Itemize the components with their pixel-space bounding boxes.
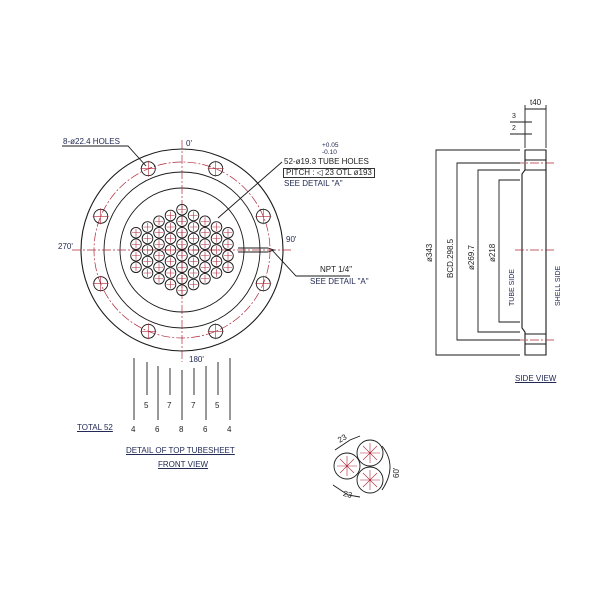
npt-label: NPT 1/4" xyxy=(320,265,353,274)
dim-343 xyxy=(435,149,520,356)
angle-label-180: 180' xyxy=(189,355,204,364)
shell-side-label: SHELL SIDE xyxy=(555,265,562,306)
detail-hole-bottom xyxy=(356,466,384,494)
angle-label-90: 90' xyxy=(286,235,297,244)
count-col-4: 7 xyxy=(167,401,172,410)
tube-holes-leader xyxy=(217,161,283,219)
bcd-label: BCD.298.5 xyxy=(446,238,455,278)
total-label: TOTAL 52 xyxy=(77,423,113,432)
dim-218 xyxy=(498,179,520,323)
dia-343-label: ø343 xyxy=(425,243,434,262)
bolt-holes-leader xyxy=(62,145,147,167)
dim-269 xyxy=(477,169,520,333)
npt-detail-ref: SEE DETAIL "A" xyxy=(310,277,369,286)
thickness-label: t40 xyxy=(530,98,542,107)
side-view-label: SIDE VIEW xyxy=(515,374,557,383)
dia-218-label: ø218 xyxy=(488,243,497,262)
detail-hole-left xyxy=(333,452,361,480)
detail-angle-arc xyxy=(381,445,391,491)
count-col-3: 6 xyxy=(155,425,160,434)
bolt-holes xyxy=(92,160,272,340)
drawing-title: DETAIL OF TOP TUBESHEET xyxy=(126,446,235,455)
bolt-holes-note: 8-ø22.4 HOLES xyxy=(63,137,120,146)
dim-3-label: 3 xyxy=(512,113,516,120)
tube-holes-note: 52-ø19.3 TUBE HOLES xyxy=(284,157,369,166)
dim-bcd xyxy=(456,162,520,341)
dim-2-label: 2 xyxy=(512,125,516,132)
count-col-1: 4 xyxy=(131,425,136,434)
tube-holes xyxy=(130,203,234,297)
column-lines xyxy=(133,358,231,420)
drawing-subtitle: FRONT VIEW xyxy=(158,460,209,469)
front-view xyxy=(62,140,350,420)
detail-angle: 60' xyxy=(392,467,401,478)
count-col-2: 5 xyxy=(144,401,149,410)
side-view xyxy=(435,105,556,356)
detail-hole-top xyxy=(356,439,384,467)
count-col-5: 8 xyxy=(179,425,184,434)
count-col-9: 4 xyxy=(227,425,232,434)
count-col-7: 6 xyxy=(203,425,208,434)
dia-269-label: ø269.7 xyxy=(467,245,476,270)
pitch-note: PITCH : ◁ 23 OTL ø193 xyxy=(283,168,375,178)
npt-port xyxy=(238,247,276,253)
tube-side-label: TUBE SIDE xyxy=(509,269,516,306)
npt-leader xyxy=(271,249,350,277)
tolerance-plus: +0.05 xyxy=(322,142,339,149)
count-col-8: 5 xyxy=(215,401,220,410)
flange-profile xyxy=(521,149,547,356)
angle-label-0: 0' xyxy=(186,139,192,148)
tube-holes-detail-ref: SEE DETAIL "A" xyxy=(284,179,343,188)
tolerance-minus: -0.10 xyxy=(322,149,337,156)
count-col-6: 7 xyxy=(191,401,196,410)
angle-label-270: 270' xyxy=(58,242,73,251)
detail-a xyxy=(332,435,391,498)
